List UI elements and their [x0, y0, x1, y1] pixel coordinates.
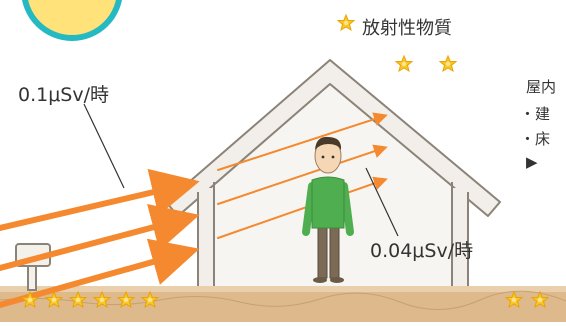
- side-panel-item: ・床: [520, 130, 551, 148]
- side-panel-item: ・建: [520, 105, 551, 123]
- person-icon: [302, 136, 354, 283]
- indoor-dose-label: 0.04μSv/時: [370, 240, 474, 262]
- arrow-icon: [217, 112, 388, 171]
- sun-icon: [22, 0, 122, 41]
- radioactive-material-label: 放射性物質: [362, 18, 452, 39]
- star-icon: [395, 55, 413, 72]
- indoor-radiation-arrows: [217, 112, 388, 239]
- mailbox-icon: [15, 243, 51, 291]
- arrow-icon: [0, 204, 200, 271]
- star-icon: [439, 55, 457, 72]
- outdoor-dose-label: 0.1μSv/時: [18, 84, 110, 106]
- arrow-icon: [217, 144, 388, 205]
- side-panel-title: 屋内: [526, 78, 557, 96]
- leader-lines: [83, 103, 399, 237]
- star-icon: [337, 14, 355, 31]
- arrow-icon: [217, 176, 388, 239]
- side-panel-item: ▶: [526, 153, 538, 171]
- arrow-icon: [0, 168, 200, 231]
- ground: [0, 286, 566, 322]
